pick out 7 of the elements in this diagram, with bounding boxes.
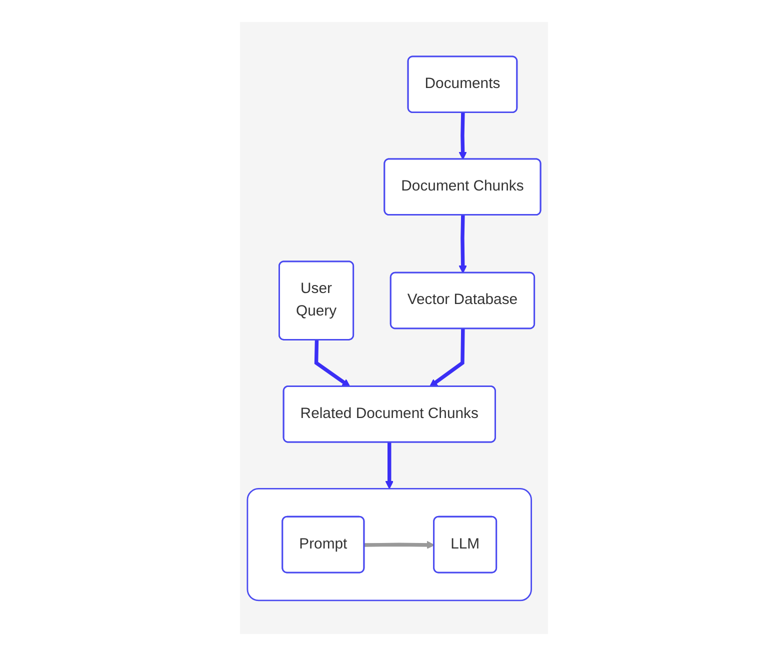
arrow — [458, 214, 467, 273]
arrow — [364, 540, 435, 549]
cluster — [246, 488, 532, 601]
arrow — [314, 340, 350, 387]
arrow — [429, 328, 465, 387]
arrow — [458, 112, 467, 160]
arrow — [385, 442, 394, 489]
